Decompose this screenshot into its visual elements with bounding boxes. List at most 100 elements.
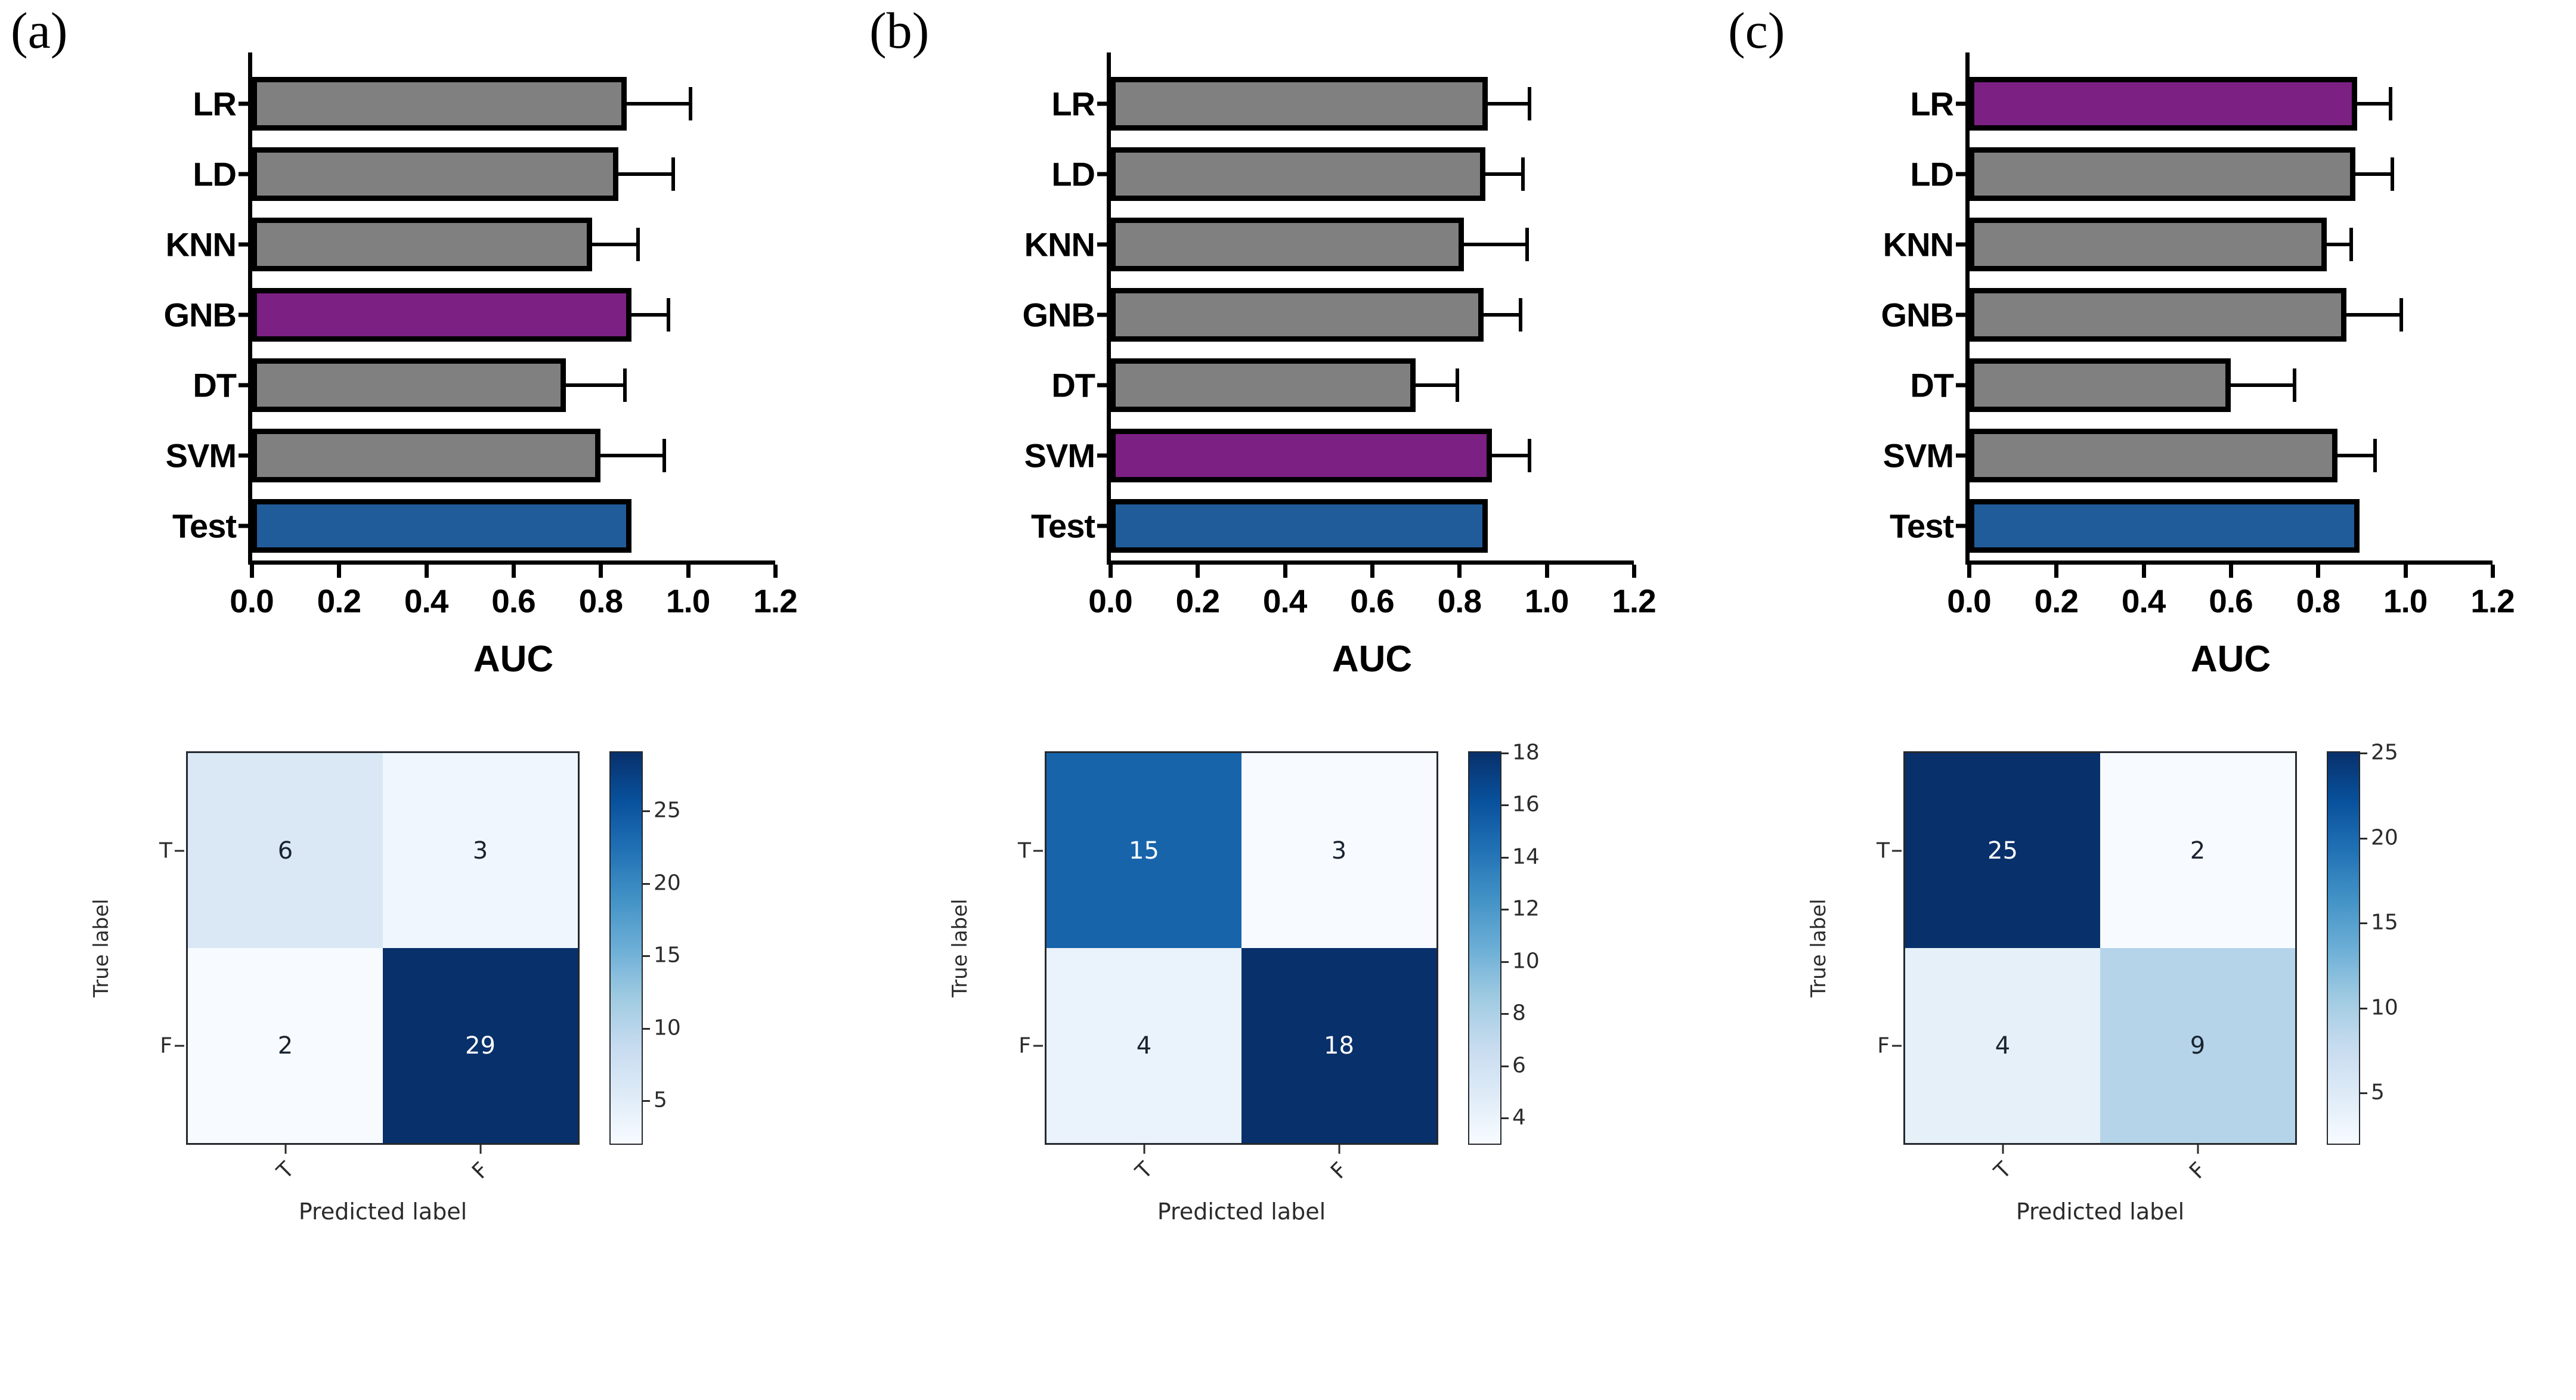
bar-row: KNN xyxy=(1024,209,1634,280)
matrix-y-axis-title: True label xyxy=(1807,899,1831,998)
bar-row: Test xyxy=(172,491,775,561)
matrix-y-axis-title: True label xyxy=(89,899,113,998)
error-bar-line xyxy=(1416,383,1460,387)
bar xyxy=(1969,429,2338,482)
x-axis-tick-label: 0.2 xyxy=(317,583,361,620)
x-axis-tick xyxy=(1109,565,1113,578)
colorbar-tick xyxy=(1500,752,1509,754)
x-axis-tick-label: 0.4 xyxy=(2121,583,2166,620)
error-bar-line xyxy=(2355,172,2395,176)
error-bar-cap xyxy=(2399,298,2403,332)
error-bar-line xyxy=(631,313,671,317)
x-axis-tick-label: 0.6 xyxy=(1350,583,1394,620)
colorbar-tick xyxy=(1500,1065,1509,1067)
y-axis-tick xyxy=(1097,172,1110,176)
colorbar-tick xyxy=(2359,922,2367,925)
x-axis-line xyxy=(1107,560,1634,565)
bar-category-label: DT xyxy=(193,366,237,404)
matrix-cell: 3 xyxy=(1241,753,1436,948)
x-axis-tick-label: 1.0 xyxy=(2383,583,2428,620)
y-axis-tick xyxy=(239,524,252,528)
bar-row: LD xyxy=(1910,139,2493,209)
x-axis-tick-label: 1.2 xyxy=(753,583,797,620)
error-bar-cap xyxy=(1528,439,1532,472)
error-bar-line xyxy=(1485,172,1525,176)
colorbar-tick xyxy=(642,882,650,885)
error-bar-cap xyxy=(662,439,667,472)
colorbar-tick-label: 8 xyxy=(1512,1001,1526,1026)
error-bar-cap xyxy=(1528,87,1532,120)
bar xyxy=(252,429,601,482)
bar xyxy=(1969,77,2358,131)
x-axis-tick xyxy=(2229,565,2233,578)
matrix-col-label: F xyxy=(467,1157,494,1184)
error-bar-cap xyxy=(2292,368,2296,402)
bar-row: SVM xyxy=(1024,420,1634,491)
y-axis-tick xyxy=(1097,101,1110,106)
x-axis-tick-label: 0.4 xyxy=(404,583,448,620)
y-axis-tick xyxy=(1956,101,1969,106)
x-axis-tick xyxy=(1370,565,1374,578)
bar xyxy=(1110,218,1464,271)
x-axis-title: AUC xyxy=(1332,639,1413,680)
x-axis-title: AUC xyxy=(473,639,554,680)
matrix-cell: 9 xyxy=(2100,948,2295,1143)
matrix-cell: 2 xyxy=(188,948,383,1143)
x-axis-tick-label: 1.0 xyxy=(665,583,710,620)
bar-category-label: SVM xyxy=(1883,436,1954,475)
error-bar-line xyxy=(2337,454,2377,457)
y-axis-tick xyxy=(1956,453,1969,458)
matrix-cell: 29 xyxy=(383,948,578,1143)
bar-row: LD xyxy=(1051,139,1634,209)
error-bar-cap xyxy=(1521,157,1525,191)
matrix-row-tick xyxy=(1033,1045,1043,1046)
error-bar-line xyxy=(600,454,667,457)
matrix-y-axis-title-wrap: True label xyxy=(89,751,113,1145)
colorbar-tick xyxy=(642,810,650,813)
bar-category-label: LD xyxy=(193,155,237,193)
bar-row: DT xyxy=(193,350,775,420)
y-axis-tick xyxy=(1097,453,1110,458)
error-bar-line xyxy=(627,102,692,106)
matrix-col-label: F xyxy=(2184,1157,2211,1184)
panel-letter: (a) xyxy=(11,2,68,59)
matrix-cell: 4 xyxy=(1046,948,1241,1143)
y-axis-tick xyxy=(1956,383,1969,388)
y-axis-line xyxy=(1107,52,1111,564)
x-axis-tick-label: 1.2 xyxy=(1612,583,1656,620)
bar xyxy=(1110,499,1488,553)
colorbar-tick-label: 12 xyxy=(1512,896,1540,921)
x-axis-tick-label: 0.6 xyxy=(2209,583,2253,620)
x-axis-tick-label: 0.6 xyxy=(491,583,535,620)
x-axis-tick-label: 0.4 xyxy=(1262,583,1307,620)
x-axis-tick-label: 0.0 xyxy=(1947,583,1991,620)
y-axis-tick xyxy=(239,172,252,176)
x-axis-tick xyxy=(1967,565,1971,578)
x-axis-tick xyxy=(1632,565,1636,578)
y-axis-tick xyxy=(1956,242,1969,247)
matrix-col-tick xyxy=(1143,1144,1145,1154)
matrix-col-label: T xyxy=(1989,1157,2016,1184)
bar-category-label: LR xyxy=(193,85,237,123)
bar-row: KNN xyxy=(1883,209,2493,280)
y-axis-tick xyxy=(239,312,252,317)
bar xyxy=(252,499,631,553)
colorbar-tick xyxy=(2359,837,2367,840)
colorbar-tick-label: 16 xyxy=(1512,792,1540,817)
colorbar-tick-label: 10 xyxy=(1512,949,1540,974)
colorbar-tick xyxy=(1500,1013,1509,1015)
x-axis-tick xyxy=(1544,565,1549,578)
x-axis-tick xyxy=(424,565,429,578)
matrix-row-label: T xyxy=(1018,838,1031,863)
x-axis-tick xyxy=(2316,565,2321,578)
bar-category-label: KNN xyxy=(165,225,237,264)
x-axis-tick xyxy=(1283,565,1287,578)
colorbar-tick-label: 5 xyxy=(654,1088,667,1113)
bar xyxy=(1969,358,2231,412)
y-axis-line xyxy=(1965,52,1970,564)
matrix-y-axis-title: True label xyxy=(948,899,972,998)
